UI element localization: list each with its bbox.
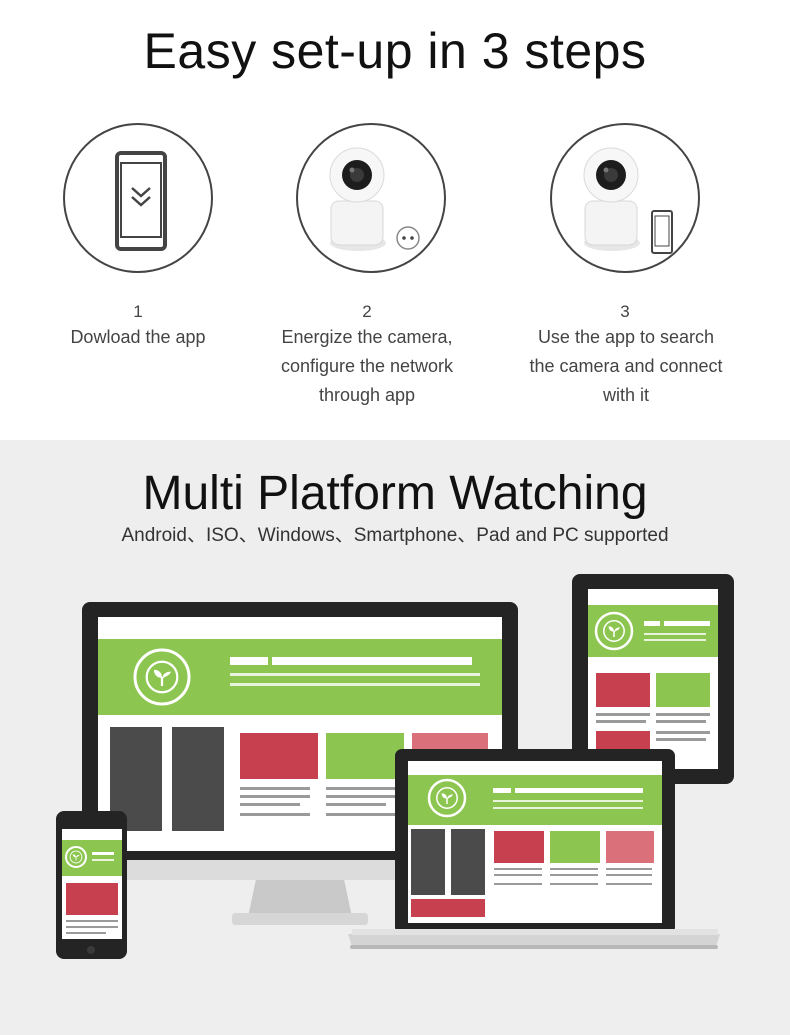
step-2-text: Energize the camera, configure the netwo…	[240, 323, 494, 410]
step-2-line-2: configure the network	[280, 356, 454, 376]
step-2-line-1: Energize the camera,	[281, 327, 453, 347]
setup-section: Easy set-up in 3 steps	[0, 0, 790, 440]
smartphone-download-icon	[115, 151, 167, 251]
step-1-text: Dowload the app	[20, 323, 256, 352]
camera-power-icon	[329, 147, 420, 251]
desktop-monitor	[82, 602, 518, 925]
step-2-line-3: through app	[318, 385, 416, 405]
smartphone	[56, 811, 127, 959]
platform-title: Multi Platform Watching	[142, 467, 648, 520]
step-3-number: 3	[620, 302, 630, 321]
step-1-line-1: Dowload the app	[70, 327, 206, 347]
step-1-circle	[63, 123, 213, 273]
step-3-line-2: the camera and connect	[529, 356, 723, 376]
step-3-circle	[550, 123, 700, 273]
laptop	[348, 749, 720, 949]
setup-title: Easy set-up in 3 steps	[143, 23, 647, 79]
devices-illustration	[56, 574, 734, 959]
step-2-circle	[296, 123, 446, 273]
step-3-line-3: with it	[602, 385, 649, 405]
platform-subtitle: Android、ISO、Windows、Smartphone、Pad and P…	[121, 525, 669, 546]
step-1-number: 1	[133, 302, 143, 321]
platform-section: Multi Platform Watching Android、ISO、Wind…	[0, 440, 790, 1035]
step-2-number: 2	[362, 302, 372, 321]
step-3-text: Use the app to search the camera and con…	[498, 323, 754, 410]
tablet	[572, 574, 734, 784]
step-3-line-1: Use the app to search	[537, 327, 715, 347]
camera-phone-icon	[583, 147, 673, 254]
